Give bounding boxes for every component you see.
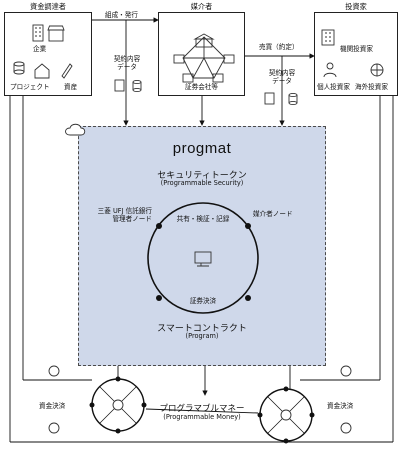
rocket-icon (61, 63, 73, 79)
issuer-title: 資金調達者 (30, 2, 66, 11)
coin-icon (112, 399, 124, 411)
broker-node-label: 媒介者ノード (253, 210, 293, 218)
coin-icon (340, 365, 352, 377)
progmat-platform (78, 126, 326, 366)
individual-label: 個人投資家 (317, 83, 350, 91)
coin-icon (280, 409, 292, 421)
mufg-node-label: 三菱 UFJ 信託銀行管理者ノード (97, 207, 152, 223)
institutional-label: 機関投資家 (340, 45, 373, 53)
broker-title: 媒介者 (190, 2, 213, 11)
money-subtitle: (Programmable Money) (163, 413, 241, 421)
house-icon (34, 63, 50, 79)
smart-contract-subtitle: (Program) (185, 332, 219, 340)
person-icon (326, 62, 334, 70)
security-token-subtitle: (Programmable Security) (160, 179, 244, 187)
building-icon (32, 24, 44, 42)
coin-icon (48, 422, 60, 434)
smart-contract-title: スマートコントラクト (157, 324, 247, 334)
cloud-icon (65, 123, 86, 136)
security-token-title: セキュリティトークン (157, 171, 247, 181)
project-label: プロジェクト (10, 83, 50, 91)
issue-label: 組成・発行 (105, 11, 138, 19)
assets-label: 資産 (64, 83, 78, 91)
company-label: 企業 (33, 45, 47, 53)
network-pentagon (182, 36, 226, 79)
issuer-box (4, 12, 92, 96)
settle-right-label: 資金決済 (327, 402, 354, 410)
investor-box (314, 12, 398, 96)
overseas-label: 海外投資家 (355, 83, 388, 91)
settlement-label: 証券決済 (189, 297, 217, 305)
settle-left-label: 資金決済 (39, 402, 66, 410)
money-title: プログラマブルマネー (159, 404, 245, 414)
contract-data-right: 契約内容データ (268, 69, 296, 85)
firm-label: 証券会社等 (185, 83, 218, 91)
document-icon (114, 79, 125, 92)
contract-data-left: 契約内容データ (113, 55, 141, 71)
sale-label: 売買（約定） (259, 43, 299, 51)
coin-icon (340, 422, 352, 434)
building-icon (321, 29, 335, 46)
investor-title: 投資家 (345, 2, 367, 11)
monitor-icon (194, 251, 212, 264)
functions-label: 共有・検証・記録 (176, 215, 230, 223)
broker-box (158, 12, 245, 96)
coin-icon (48, 365, 60, 377)
document-icon (264, 92, 275, 105)
progmat-logo: progmat (172, 140, 232, 157)
